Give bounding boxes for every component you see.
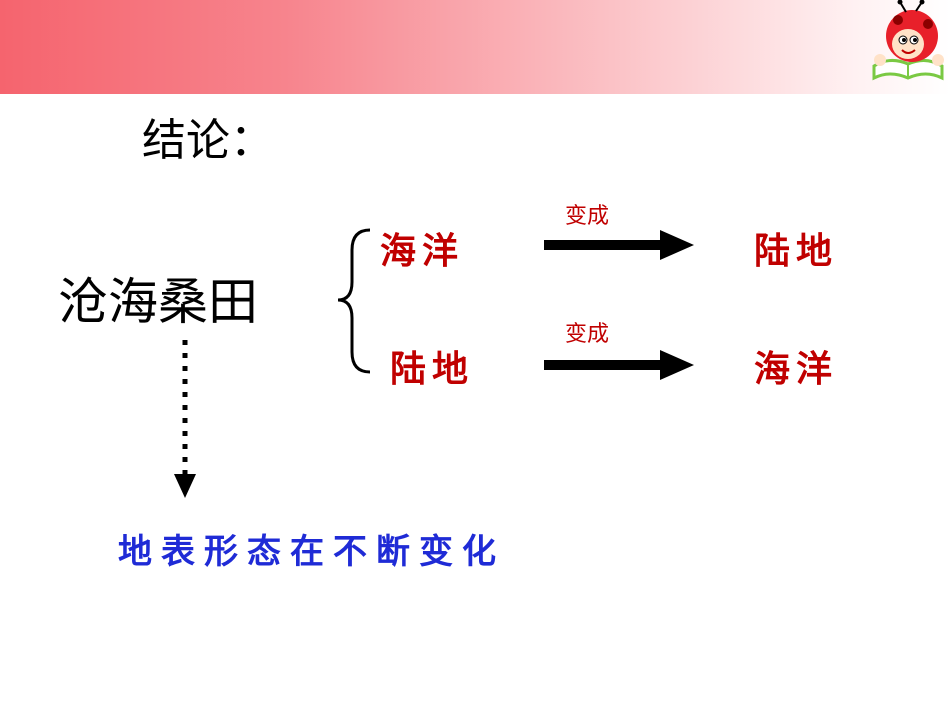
right-arrow-bottom: [544, 350, 694, 380]
transform-from-1: 海洋: [380, 230, 465, 272]
header-bar: [0, 0, 950, 94]
result-text: 地表形态在不断变化: [118, 532, 505, 572]
transform-to-1: 陆地: [754, 230, 839, 272]
transform-verb-2: 变成: [565, 322, 610, 347]
conclusion-label: 结论：: [142, 115, 274, 166]
left-curly-brace: [337, 228, 371, 374]
transform-to-2: 海洋: [754, 348, 839, 390]
transform-verb-1: 变成: [565, 204, 610, 229]
idiom-text: 沧海桑田: [58, 273, 258, 331]
transform-from-2: 陆地: [390, 348, 475, 390]
dotted-down-arrow: [174, 340, 196, 498]
reading-ladybug-mascot-icon: [872, 0, 944, 81]
right-arrow-top: [544, 230, 694, 260]
